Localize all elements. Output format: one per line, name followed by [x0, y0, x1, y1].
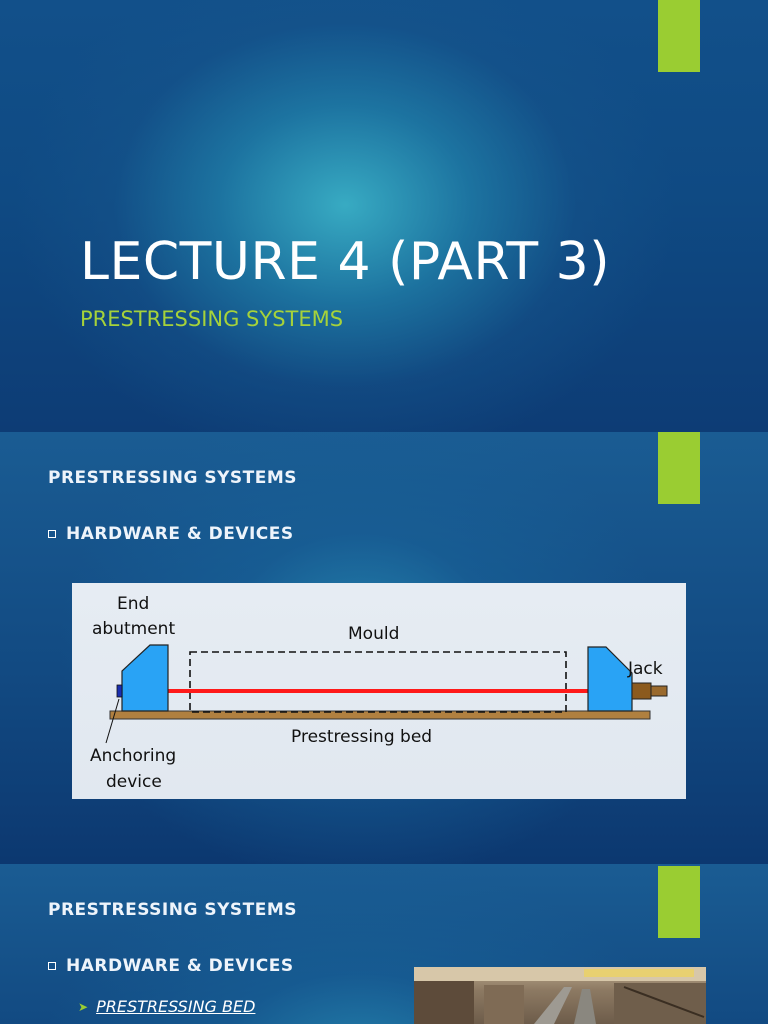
sub-bullet-item: ➤ PRESTRESSING BED: [78, 997, 255, 1016]
prestressing-bed-shape: [109, 710, 651, 720]
slide-heading: PRESTRESSING SYSTEMS: [48, 900, 298, 920]
prestressing-bed-link[interactable]: PRESTRESSING BED: [96, 997, 256, 1016]
arrow-bullet-icon: ➤: [78, 999, 89, 1014]
mould-label: Mould: [348, 624, 399, 644]
slide-heading: PRESTRESSING SYSTEMS: [48, 468, 298, 488]
slide-title: LECTURE 4 (PART 3): [80, 232, 610, 292]
photo-svg: [414, 967, 706, 1024]
end-abutment-label-1: End: [117, 594, 149, 614]
jack-label: Jack: [627, 659, 663, 679]
jack-body-shape: [631, 682, 652, 700]
mould-shape: [189, 651, 567, 713]
bullet-item: HARDWARE & DEVICES: [48, 524, 294, 544]
jack-ram-shape: [650, 685, 668, 697]
photo-beam: [623, 986, 705, 1018]
bullet-item: HARDWARE & DEVICES: [48, 956, 294, 976]
square-bullet-icon: [48, 962, 56, 970]
prestressing-bed-photo: [414, 967, 706, 1024]
anchoring-label-1: Anchoring: [90, 746, 176, 766]
title-slide: LECTURE 4 (PART 3) PRESTRESSING SYSTEMS: [0, 0, 768, 432]
diagram-svg: End abutment Mould Jack Prestressing bed…: [90, 594, 668, 792]
end-abutment-label-2: abutment: [92, 619, 175, 639]
photo-bed-track: [534, 987, 572, 1024]
slide-subtitle: PRESTRESSING SYSTEMS: [80, 307, 344, 331]
accent-bar: [658, 432, 700, 504]
anchoring-label-2: device: [106, 772, 162, 792]
right-abutment-shape: [587, 646, 633, 712]
prestressing-bed-diagram: End abutment Mould Jack Prestressing bed…: [72, 583, 686, 799]
accent-bar: [658, 866, 700, 938]
accent-bar: [658, 0, 700, 72]
photo-crane: [584, 969, 694, 977]
square-bullet-icon: [48, 530, 56, 538]
anchoring-device-shape: [116, 684, 123, 698]
bullet-label: HARDWARE & DEVICES: [66, 956, 294, 976]
photo-formwork-left: [414, 981, 474, 1024]
bullet-label: HARDWARE & DEVICES: [66, 524, 294, 544]
prestressing-bed-label: Prestressing bed: [291, 727, 432, 747]
photo-bed-track-2: [574, 989, 596, 1024]
anchoring-leader-line: [105, 698, 120, 744]
photo-column: [484, 985, 524, 1024]
left-abutment-shape: [121, 644, 169, 712]
